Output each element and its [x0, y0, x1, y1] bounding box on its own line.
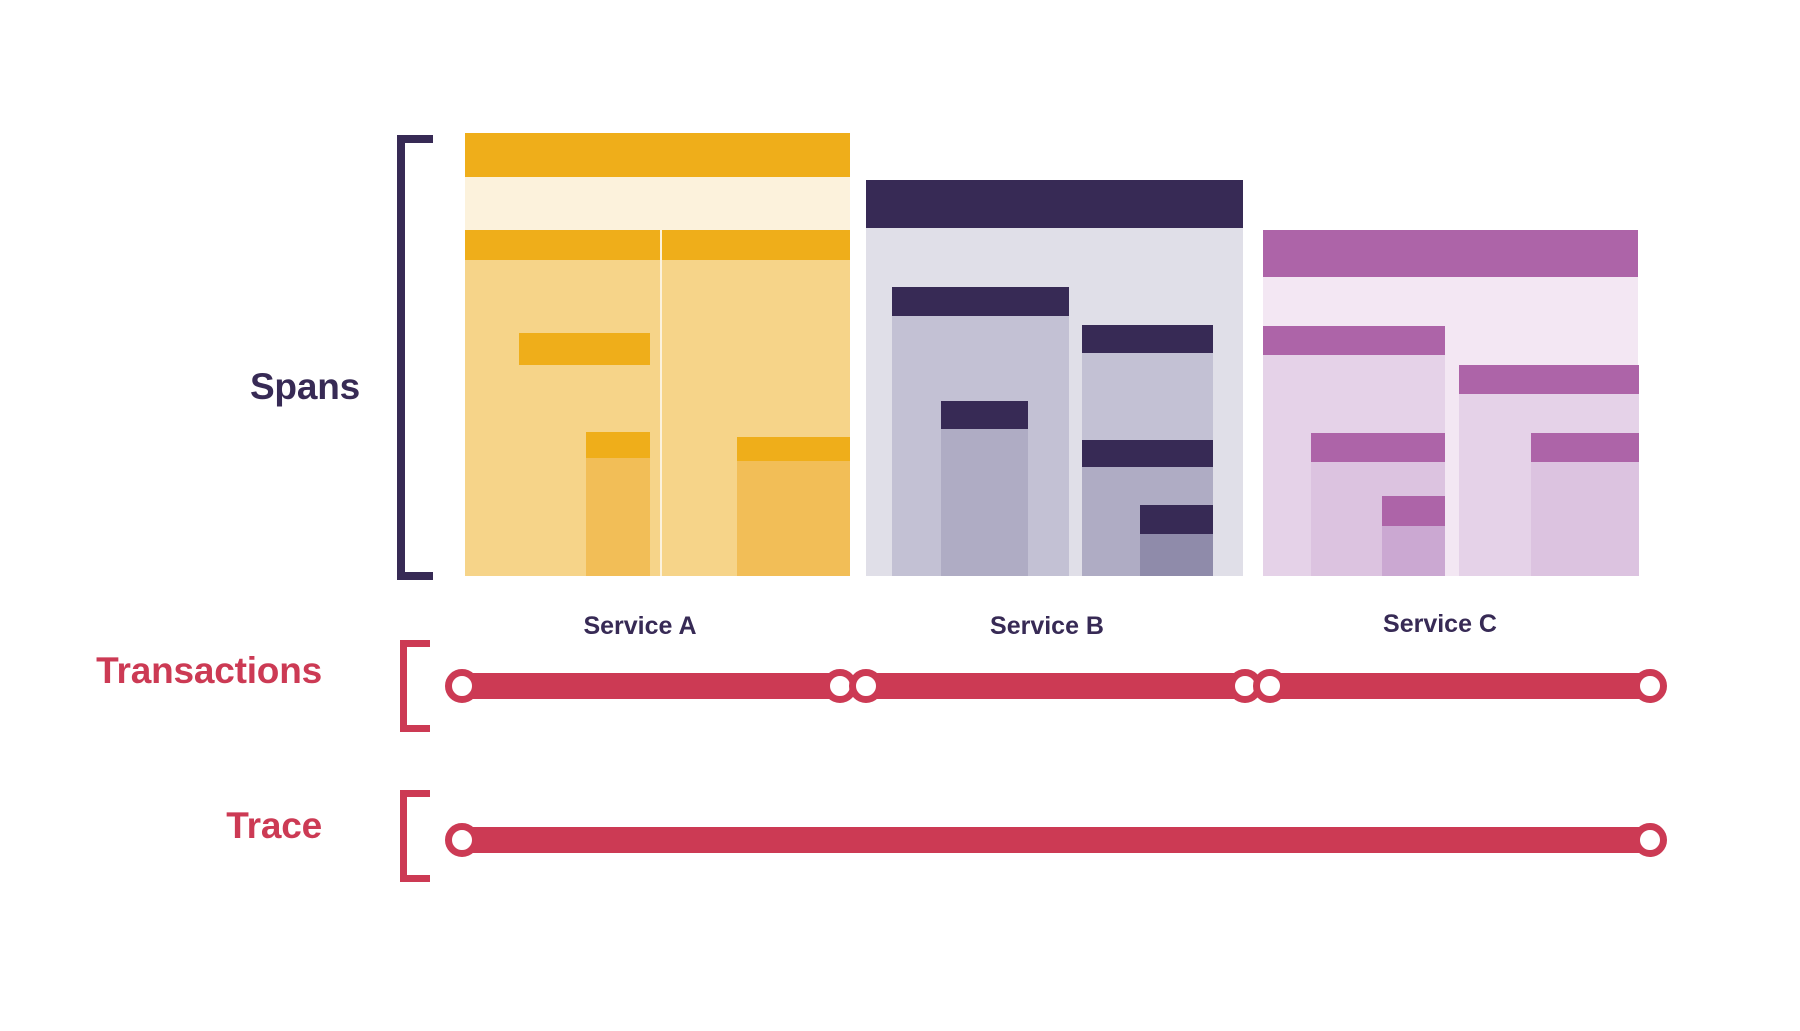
transaction-service-b-bar[interactable] — [866, 673, 1245, 699]
span-a-1-1-1-header — [586, 432, 650, 458]
trace-full-span-node-end[interactable] — [1633, 823, 1667, 857]
service-caption-service-c: Service C — [1383, 610, 1497, 638]
span-a-2-1-header — [737, 437, 850, 461]
span-b-1-1[interactable] — [941, 401, 1028, 576]
span-group-service-b — [866, 180, 1243, 576]
span-c-1-header — [1263, 326, 1445, 355]
span-b-2-header — [1082, 325, 1213, 353]
span-a-1-1-header — [519, 333, 650, 365]
span-b-2-1-1[interactable] — [1140, 505, 1213, 576]
transactions-bracket — [400, 640, 430, 732]
span-c-1-1-header — [1311, 433, 1445, 462]
span-b-1-header — [892, 287, 1069, 316]
span-b-1-1-header — [941, 401, 1028, 429]
span-group-service-a — [465, 133, 850, 576]
transaction-service-c-bar[interactable] — [1270, 673, 1650, 699]
span-a-1-header — [465, 230, 660, 260]
row-label-trace: Trace — [226, 805, 322, 846]
span-b-2-1-header — [1082, 440, 1213, 467]
transaction-service-b-node-start[interactable] — [849, 669, 883, 703]
span-c-root-header — [1263, 230, 1638, 277]
spans-bracket — [397, 135, 433, 580]
row-label-spans: Spans — [249, 366, 360, 407]
span-a-1-1-1[interactable] — [586, 432, 650, 576]
span-b-root-header — [866, 180, 1243, 228]
transaction-service-c-node-end[interactable] — [1633, 669, 1667, 703]
span-c-1-1-1-header — [1382, 496, 1445, 526]
service-caption-service-a: Service A — [583, 612, 697, 640]
trace-full-span-bar[interactable] — [462, 827, 1650, 853]
span-a-2-1[interactable] — [737, 437, 850, 576]
span-a-2-header — [662, 230, 850, 260]
transaction-service-c-node-start[interactable] — [1253, 669, 1287, 703]
service-caption-service-b: Service B — [990, 612, 1104, 640]
trace-full-span-node-start[interactable] — [445, 823, 479, 857]
span-c-2-1[interactable] — [1531, 433, 1639, 576]
span-group-service-c — [1263, 230, 1639, 576]
span-b-2-1-1-header — [1140, 505, 1213, 534]
spans-area — [465, 133, 1639, 576]
row-label-transactions: Transactions — [96, 650, 322, 691]
transaction-service-a-node-start[interactable] — [445, 669, 479, 703]
span-c-2-header — [1459, 365, 1639, 394]
span-a-root-header — [465, 133, 850, 177]
span-c-2-1-header — [1531, 433, 1639, 462]
transaction-service-a-bar[interactable] — [462, 673, 840, 699]
trace-bracket — [400, 790, 430, 882]
span-c-1-1-1[interactable] — [1382, 496, 1445, 576]
